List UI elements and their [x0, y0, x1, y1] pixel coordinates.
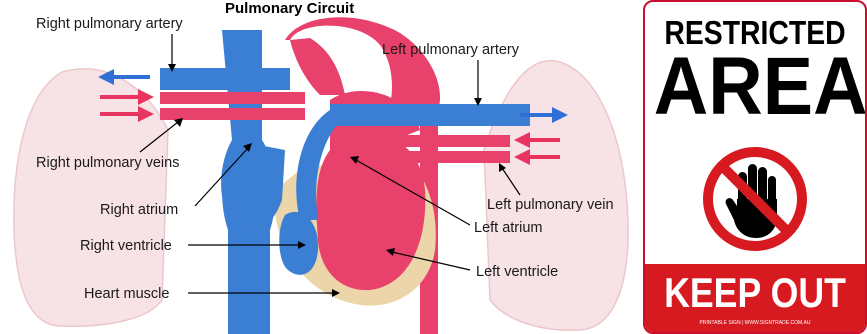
- label-right-ventricle: Right ventricle: [80, 238, 172, 254]
- label-right-pulmonary-artery: Right pulmonary artery: [36, 16, 183, 32]
- right-pulmonary-vein-1: [160, 92, 305, 104]
- stop-hand-icon: [700, 144, 810, 254]
- diagram-title: Pulmonary Circuit: [225, 0, 354, 17]
- sign-line-area: AREA: [654, 44, 856, 130]
- label-left-pulmonary-artery: Left pulmonary artery: [382, 42, 520, 58]
- label-right-atrium: Right atrium: [100, 202, 178, 218]
- leader-left-pulmonary-artery: [474, 60, 482, 106]
- left-pulmonary-artery-vessel: [330, 104, 530, 126]
- label-left-atrium: Left atrium: [474, 220, 543, 236]
- left-lung: [484, 61, 628, 331]
- restricted-area-sign: RESTRICTED AREA KEEP OUT PRINTABLE SIGN …: [643, 0, 867, 334]
- sign-line-keep-out: KEEP OUT: [662, 272, 849, 314]
- right-pulmonary-vein-2: [160, 108, 305, 120]
- leader-right-pulmonary-artery: [168, 34, 176, 72]
- label-heart-muscle: Heart muscle: [84, 286, 169, 302]
- label-left-ventricle: Left ventricle: [476, 264, 558, 280]
- sign-footer-band: KEEP OUT PRINTABLE SIGN | WWW.SIGNTRADE.…: [645, 264, 865, 332]
- left-pulmonary-vein-1: [345, 135, 510, 147]
- label-left-pulmonary-vein: Left pulmonary vein: [487, 197, 614, 213]
- sign-fine-print: PRINTABLE SIGN | WWW.SIGNTRADE.COM.AU: [645, 320, 865, 326]
- left-pulmonary-vein-2: [345, 151, 510, 163]
- right-pulmonary-artery-vessel: [160, 68, 290, 90]
- right-atrium: [221, 140, 285, 233]
- label-right-pulmonary-veins: Right pulmonary veins: [36, 155, 179, 171]
- pulmonary-circuit-diagram: Pulmonary Circuit Right pulmonary artery…: [0, 0, 640, 334]
- sign-frame: RESTRICTED AREA KEEP OUT PRINTABLE SIGN …: [643, 0, 867, 334]
